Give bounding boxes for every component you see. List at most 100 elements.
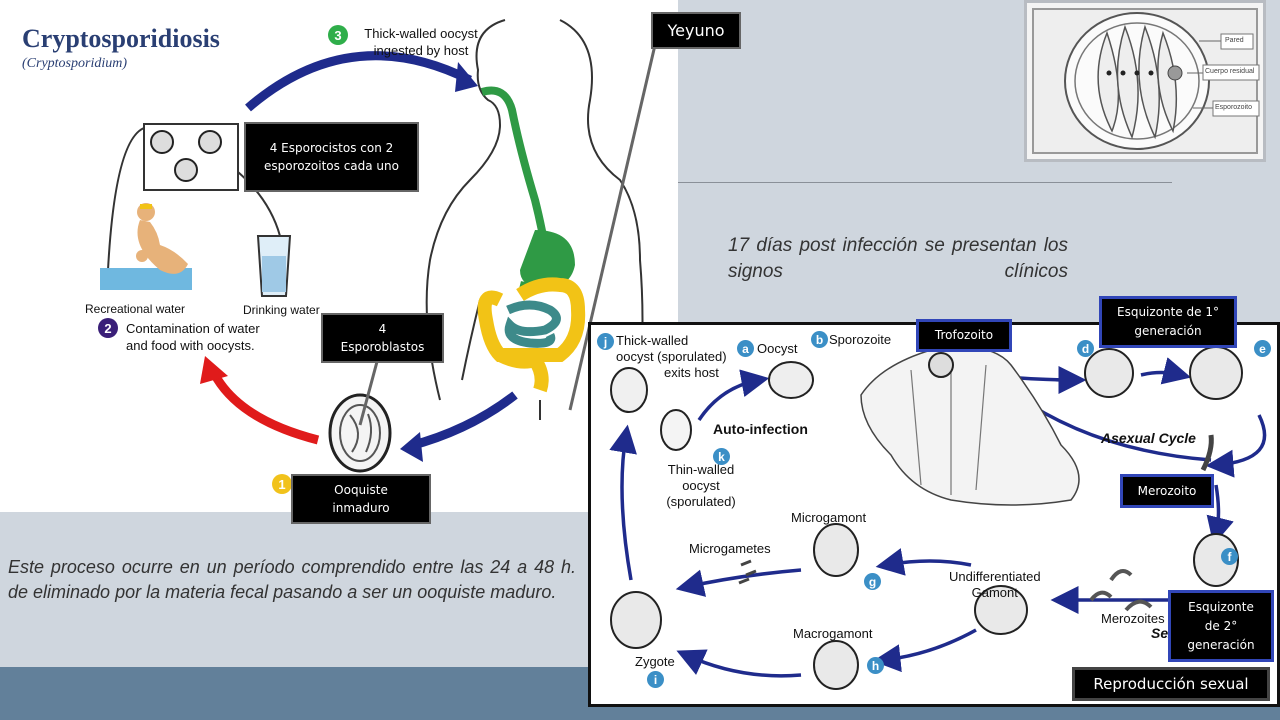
lc-letter-b: b	[811, 331, 828, 348]
arrow-to-oocyst	[408, 391, 518, 451]
oocyst-photo-2	[198, 130, 222, 154]
lc-letter-f: f	[1221, 548, 1238, 565]
lc-type1-meront	[1084, 348, 1134, 398]
arrow-to-oocyst-head	[400, 432, 423, 462]
lc-type2-meront	[1193, 533, 1239, 587]
lc-thick-oocyst	[610, 367, 648, 413]
drinking-water-label: Drinking water	[243, 303, 320, 317]
lc-thin-label: Thin-walled oocyst (sporulated)	[661, 462, 741, 510]
step-3-caption-line1: Thick-walled oocyst	[364, 26, 478, 41]
lc-letter-k: k	[713, 448, 730, 465]
step-2-caption-line1: Contamination of water	[126, 321, 260, 336]
lc-zygote	[610, 591, 662, 649]
lc-letter-d: d	[1077, 340, 1094, 357]
life-cycle-drawing	[609, 346, 1267, 690]
lc-thin-oocyst	[660, 409, 692, 451]
lc-oocyst	[768, 361, 814, 399]
lc-zygote-label: Zygote	[635, 654, 675, 669]
photo-callout-lines	[107, 127, 281, 271]
cryptosporidiosis-transmission-diagram	[100, 19, 657, 473]
lc-merozoites-group	[1089, 569, 1153, 612]
lc-host-cells	[860, 346, 1080, 506]
sporulated-oocyst-thumbnail: Pared Cuerpo residual Esporozoito	[1024, 0, 1266, 162]
lc-letter-j: j	[597, 333, 614, 350]
oocyst-photo-3	[174, 158, 198, 182]
cuerpo-residual-label: Cuerpo residual	[1205, 68, 1255, 75]
lc-arrow-to-microgamont	[875, 548, 972, 576]
lc-thick-label: Thick-walled oocyst (sporulated) exits h…	[616, 333, 727, 381]
clinical-signs-note: 17 días post infección se presentan los …	[728, 235, 1068, 282]
esquizonte-2-label: Esquizonte de 2° generación	[1168, 590, 1274, 662]
lc-thick-line2: oocyst (sporulated)	[616, 349, 727, 364]
yeyuno-label: Yeyuno	[651, 12, 741, 49]
lc-sporozoite-label: Sporozoite	[829, 332, 892, 347]
trofozoito-label: Trofozoito	[916, 319, 1012, 352]
lc-thick-line1: Thick-walled	[616, 333, 689, 348]
stomach	[520, 230, 575, 289]
step-2-caption-line2: and food with oocysts.	[126, 338, 255, 353]
lc-gamont	[974, 585, 1028, 635]
esporozoito-label: Esporozoito	[1215, 104, 1252, 111]
lc-arrow-to-zygote	[676, 649, 802, 678]
step-3-badge: 3	[328, 25, 348, 45]
lc-microgamont-label: Microgamont	[791, 510, 867, 525]
step-3-caption-line2: ingested by host	[373, 43, 469, 58]
lc-mature-meront	[1189, 346, 1243, 400]
oocyst-photo-1	[150, 130, 174, 154]
arrow-contamination-head	[200, 356, 228, 384]
lc-asexual-label: Asexual Cycle	[1101, 430, 1196, 446]
step-2-badge: 2	[98, 318, 118, 338]
lc-thin-line3: (sporulated)	[666, 494, 736, 509]
lc-arrow-to-microgametes	[675, 568, 802, 597]
divider-line	[678, 182, 1172, 183]
lc-arrow-e-down	[1205, 414, 1267, 478]
esporoblastos-label: 4 Esporoblastos	[321, 313, 444, 363]
maturation-note: Este proceso ocurre en un período compre…	[8, 557, 576, 602]
large-intestine	[477, 277, 586, 393]
diagram-title: Cryptosporidiosis	[22, 24, 220, 53]
yeyuno-pointer	[568, 44, 657, 411]
lc-trofozoite-cell	[928, 352, 954, 378]
lc-merozoite	[1200, 434, 1214, 472]
reproduccion-sexual-label: Reproducción sexual	[1072, 667, 1270, 701]
lc-letter-a: a	[737, 340, 754, 357]
lc-undiff-line1: Undifferentiated	[949, 569, 1041, 584]
lc-letter-i: i	[647, 671, 664, 688]
cryptosporidium-life-cycle: a b d e f g h i j k Oocyst Sporozoite Th…	[588, 322, 1280, 707]
lc-merozoites-label: Merozoites	[1101, 611, 1165, 626]
diagram-subtitle: (Cryptosporidium)	[22, 56, 127, 71]
lc-oocyst-label: Oocyst	[757, 341, 798, 356]
recreational-water-label: Recreational water	[85, 302, 186, 316]
lc-thin-line2: oocyst	[682, 478, 720, 493]
small-intestine	[504, 300, 561, 348]
lc-undiff-line2: Gamont	[971, 585, 1018, 600]
lc-undiff-label: Undifferentiated Gamont	[949, 569, 1041, 601]
lc-thick-line3: exits host	[664, 365, 719, 380]
lc-microgametes-label: Microgametes	[689, 541, 771, 556]
swimmers-illustration	[100, 203, 192, 290]
arrow-step3	[245, 51, 473, 112]
esporoblastos-callout	[358, 357, 380, 426]
lc-microgamont	[813, 523, 859, 577]
lc-arrow-zygote-to-thick	[609, 424, 637, 581]
merozoito-label: Merozoito	[1120, 474, 1214, 508]
drinking-glass	[256, 235, 292, 297]
lc-macrogamont-label: Macrogamont	[793, 626, 873, 641]
lc-arrow-thin-to-oocyst	[697, 369, 770, 421]
lc-macrogamont	[813, 640, 859, 690]
lc-letter-e: e	[1254, 340, 1271, 357]
sporulated-oocyst-drawing	[1032, 8, 1260, 154]
lc-arrow-d-to-e	[1140, 357, 1192, 385]
pared-label: Pared	[1225, 37, 1244, 44]
lc-arrow-to-macrogamont	[872, 628, 977, 673]
step-3-caption: Thick-walled oocyst ingested by host	[356, 25, 486, 59]
lc-arrow-to-f	[1206, 484, 1234, 546]
ooquiste-inmaduro-label: Ooquiste inmaduro	[291, 474, 431, 524]
step-2-caption: Contamination of water and food with ooc…	[126, 320, 260, 354]
lc-thin-line1: Thin-walled	[667, 462, 735, 477]
lc-letter-g: g	[864, 573, 881, 590]
lc-letter-h: h	[867, 657, 884, 674]
bottom-band	[0, 512, 678, 667]
step-1-badge: 1	[272, 474, 292, 494]
lc-auto-infection-label: Auto-infection	[713, 421, 808, 437]
